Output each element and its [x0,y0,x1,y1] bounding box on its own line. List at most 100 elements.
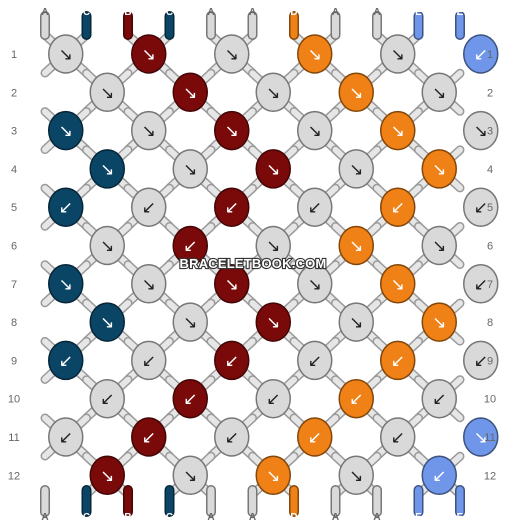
row-number-right: 12 [484,470,496,482]
knot-direction-arrow: ↘ [59,122,73,142]
knot-direction-arrow: ↙ [308,351,322,371]
knot [421,149,457,189]
knot [214,110,250,151]
row-number-left: 8 [11,317,17,329]
knot-direction-arrow: ↙ [432,466,446,486]
knot-direction-arrow: ↘ [349,83,363,103]
knot [131,417,167,457]
knot-direction-arrow: ↙ [474,198,488,218]
knot [131,110,167,151]
knot [89,72,125,113]
knot [338,225,374,266]
knot [48,34,84,74]
knot [89,455,125,496]
knot-direction-arrow: ↘ [308,275,322,295]
knot-direction-arrow: ↙ [142,198,156,218]
row-number-right: 3 [487,126,493,138]
row-number-left: 5 [11,202,17,214]
knot-direction-arrow: ↘ [432,313,446,333]
knot-direction-arrow: ↘ [308,122,322,142]
row-number-left: 2 [11,87,17,99]
knot-direction-arrow: ↘ [349,466,363,486]
top-strand-letter: E [415,7,422,18]
knot [131,34,167,74]
knot-direction-arrow: ↙ [266,390,280,410]
row-number-left: 3 [11,126,17,138]
bottom-strand-letter: E [415,512,422,523]
knot [172,455,208,496]
knot-direction-arrow: ↘ [474,122,488,142]
knot [421,378,457,419]
knot-direction-arrow: ↘ [266,237,280,257]
knot [89,378,125,419]
knot [380,187,416,227]
row-number-left: 9 [11,355,17,367]
knot [421,455,457,496]
knot-direction-arrow: ↘ [266,160,280,180]
top-strand-letter: A [41,7,48,18]
row-number-left: 11 [8,432,19,444]
knot-direction-arrow: ↙ [183,390,197,410]
row-number-left: 10 [8,394,20,406]
knot-direction-arrow: ↙ [100,390,114,410]
knot-direction-arrow: ↘ [225,275,239,295]
knot [255,225,291,266]
knot-direction-arrow: ↘ [432,237,446,257]
knot [380,264,416,304]
top-strand-letter: A [207,7,214,18]
knot-direction-arrow: ↘ [183,83,197,103]
row-number-left: 7 [11,279,17,291]
knot-direction-arrow: ↘ [142,275,156,295]
knot [172,149,208,189]
knot-direction-arrow: ↘ [391,45,405,65]
bottom-strand-letter: A [249,512,256,523]
knot-direction-arrow: ↘ [100,313,114,333]
knot-direction-arrow: ↙ [142,351,156,371]
knot [380,340,416,381]
knot-direction-arrow: ↙ [308,198,322,218]
knot-direction-arrow: ↘ [349,160,363,180]
knot-direction-arrow: ↙ [391,198,405,218]
top-strand-letter: E [457,7,464,18]
knot-direction-arrow: ↙ [225,351,239,371]
bottom-strand-letter: C [166,512,173,523]
top-strand-letter: A [373,7,380,18]
knot [214,187,250,227]
knot [89,149,125,189]
row-number-right: 7 [487,279,493,291]
top-strand-letter: A [332,7,339,18]
knot-direction-arrow: ↙ [59,351,73,371]
row-number-right: 6 [487,241,493,253]
watermark-text: BRACELETBOOK.COM [180,256,327,271]
knot-direction-arrow: ↙ [142,428,156,448]
bottom-strand-letter: A [41,512,48,523]
knot-direction-arrow: ↘ [225,122,239,142]
knot [89,302,125,342]
knot-direction-arrow: ↘ [142,45,156,65]
knot [214,340,250,381]
knot [48,264,84,304]
knot-direction-arrow: ↙ [59,198,73,218]
knot-direction-arrow: ↘ [100,160,114,180]
row-number-right: 11 [484,432,495,444]
knot [172,72,208,113]
knot [214,264,250,304]
knot-direction-arrow: ↘ [59,275,73,295]
top-strand-letter: C [166,7,173,18]
knot [131,340,167,381]
row-number-left: 4 [11,164,17,176]
knot [380,34,416,74]
knot [338,302,374,342]
row-number-right: 9 [487,355,493,367]
row-number-right: 2 [487,87,493,99]
top-strand-letter: A [249,7,256,18]
knot-direction-arrow: ↘ [100,466,114,486]
knot-direction-arrow: ↘ [100,83,114,103]
knot [131,264,167,304]
knot-direction-arrow: ↙ [225,198,239,218]
knot-direction-arrow: ↘ [349,313,363,333]
knot-direction-arrow: ↙ [59,428,73,448]
row-number-right: 5 [487,202,493,214]
knot [338,149,374,189]
